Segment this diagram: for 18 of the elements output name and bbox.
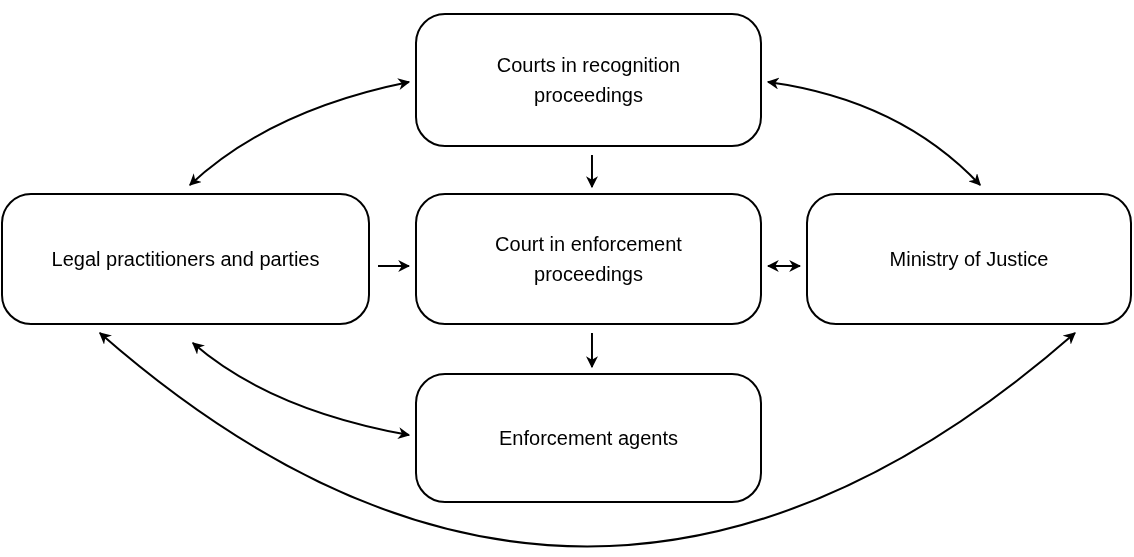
- process-box: [415, 193, 762, 325]
- arrow: [377, 260, 411, 272]
- arrow: [98, 332, 1076, 548]
- arrow: [766, 77, 982, 186]
- arrow: [188, 78, 411, 186]
- node-label: Court in enforcement proceedings: [494, 232, 683, 287]
- process-box: [415, 373, 762, 503]
- arrow: [766, 260, 802, 272]
- node-label: Legal practitioners and parties: [50, 247, 321, 272]
- arrow: [191, 342, 411, 439]
- arrow: [585, 154, 598, 189]
- process-box: [806, 193, 1132, 325]
- node-label: Ministry of Justice: [888, 247, 1050, 272]
- node-label: Courts in recognition proceedings: [495, 53, 682, 108]
- process-box: [1, 193, 370, 325]
- arrow: [585, 332, 598, 369]
- node-label: Enforcement agents: [498, 426, 679, 451]
- process-box: [415, 13, 762, 147]
